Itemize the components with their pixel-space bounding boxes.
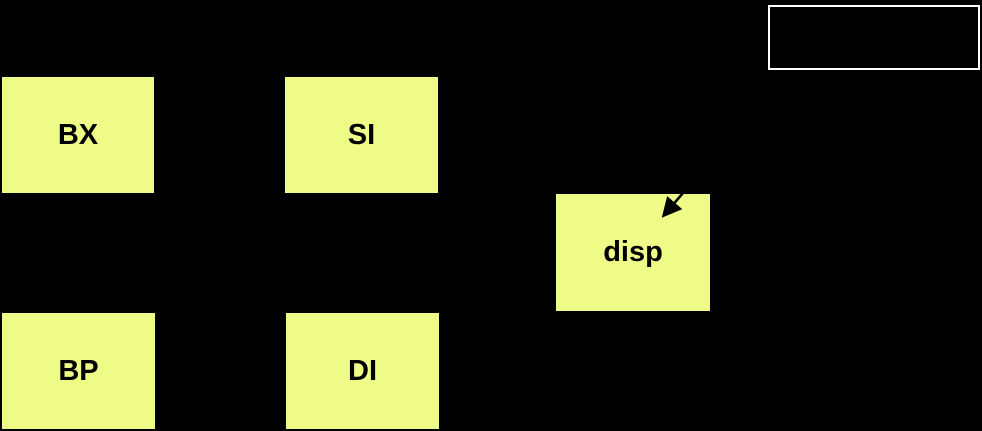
si-left-nub <box>281 131 285 139</box>
bp-right-nub <box>155 367 159 375</box>
displacement-box: disp <box>556 194 710 311</box>
register-box-di: DI <box>286 313 439 429</box>
register-box-bx: BX <box>2 77 154 193</box>
register-label-si: SI <box>347 118 376 151</box>
di-top-nub <box>292 309 300 313</box>
register-label-bx: BX <box>57 118 99 151</box>
si-right-nub <box>438 131 442 139</box>
legend-box <box>768 5 980 70</box>
register-label-bp: BP <box>58 354 99 387</box>
register-label-di: DI <box>348 354 377 387</box>
disp-arrow <box>661 192 684 218</box>
register-box-si: SI <box>285 77 438 193</box>
register-box-bp: BP <box>2 313 155 429</box>
di-left-nub <box>282 367 286 375</box>
di-right-nub <box>439 367 443 375</box>
displacement-label: disp <box>603 236 663 268</box>
bx-right-nub <box>154 131 158 139</box>
